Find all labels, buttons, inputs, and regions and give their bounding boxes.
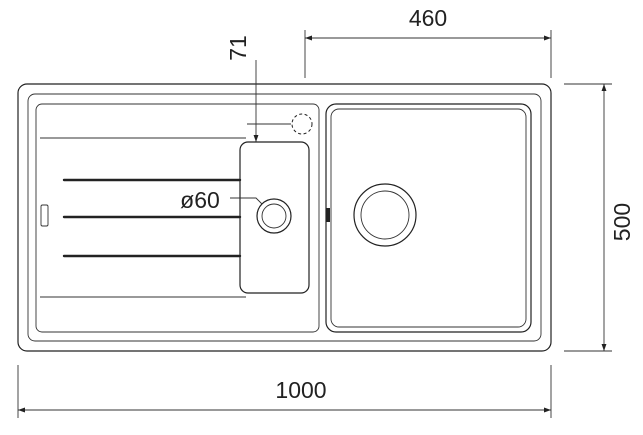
small-bowl-drain-outer [256, 198, 292, 234]
sink-outline [17, 83, 552, 352]
tap-hole-icon [291, 113, 313, 135]
sink-rim-inner [27, 93, 542, 342]
main-bowl [325, 103, 532, 333]
dim-460-label: 460 [409, 5, 447, 31]
main-bowl-drain-outer [353, 183, 417, 247]
dim-71-label: 71 [225, 35, 251, 61]
small-bowl [239, 141, 310, 294]
main-bowl-inner [330, 108, 527, 328]
overflow-slot [40, 204, 49, 227]
dim-60-leader [230, 197, 263, 205]
dim-60-label: ø60 [180, 187, 220, 213]
dim-500-label: 500 [609, 203, 635, 241]
overflow-knob [326, 208, 330, 222]
dim-1000-label: 1000 [275, 377, 326, 403]
main-bowl-drain-inner [360, 190, 410, 240]
small-bowl-drain-inner [261, 203, 287, 229]
drainer-area [35, 103, 320, 333]
